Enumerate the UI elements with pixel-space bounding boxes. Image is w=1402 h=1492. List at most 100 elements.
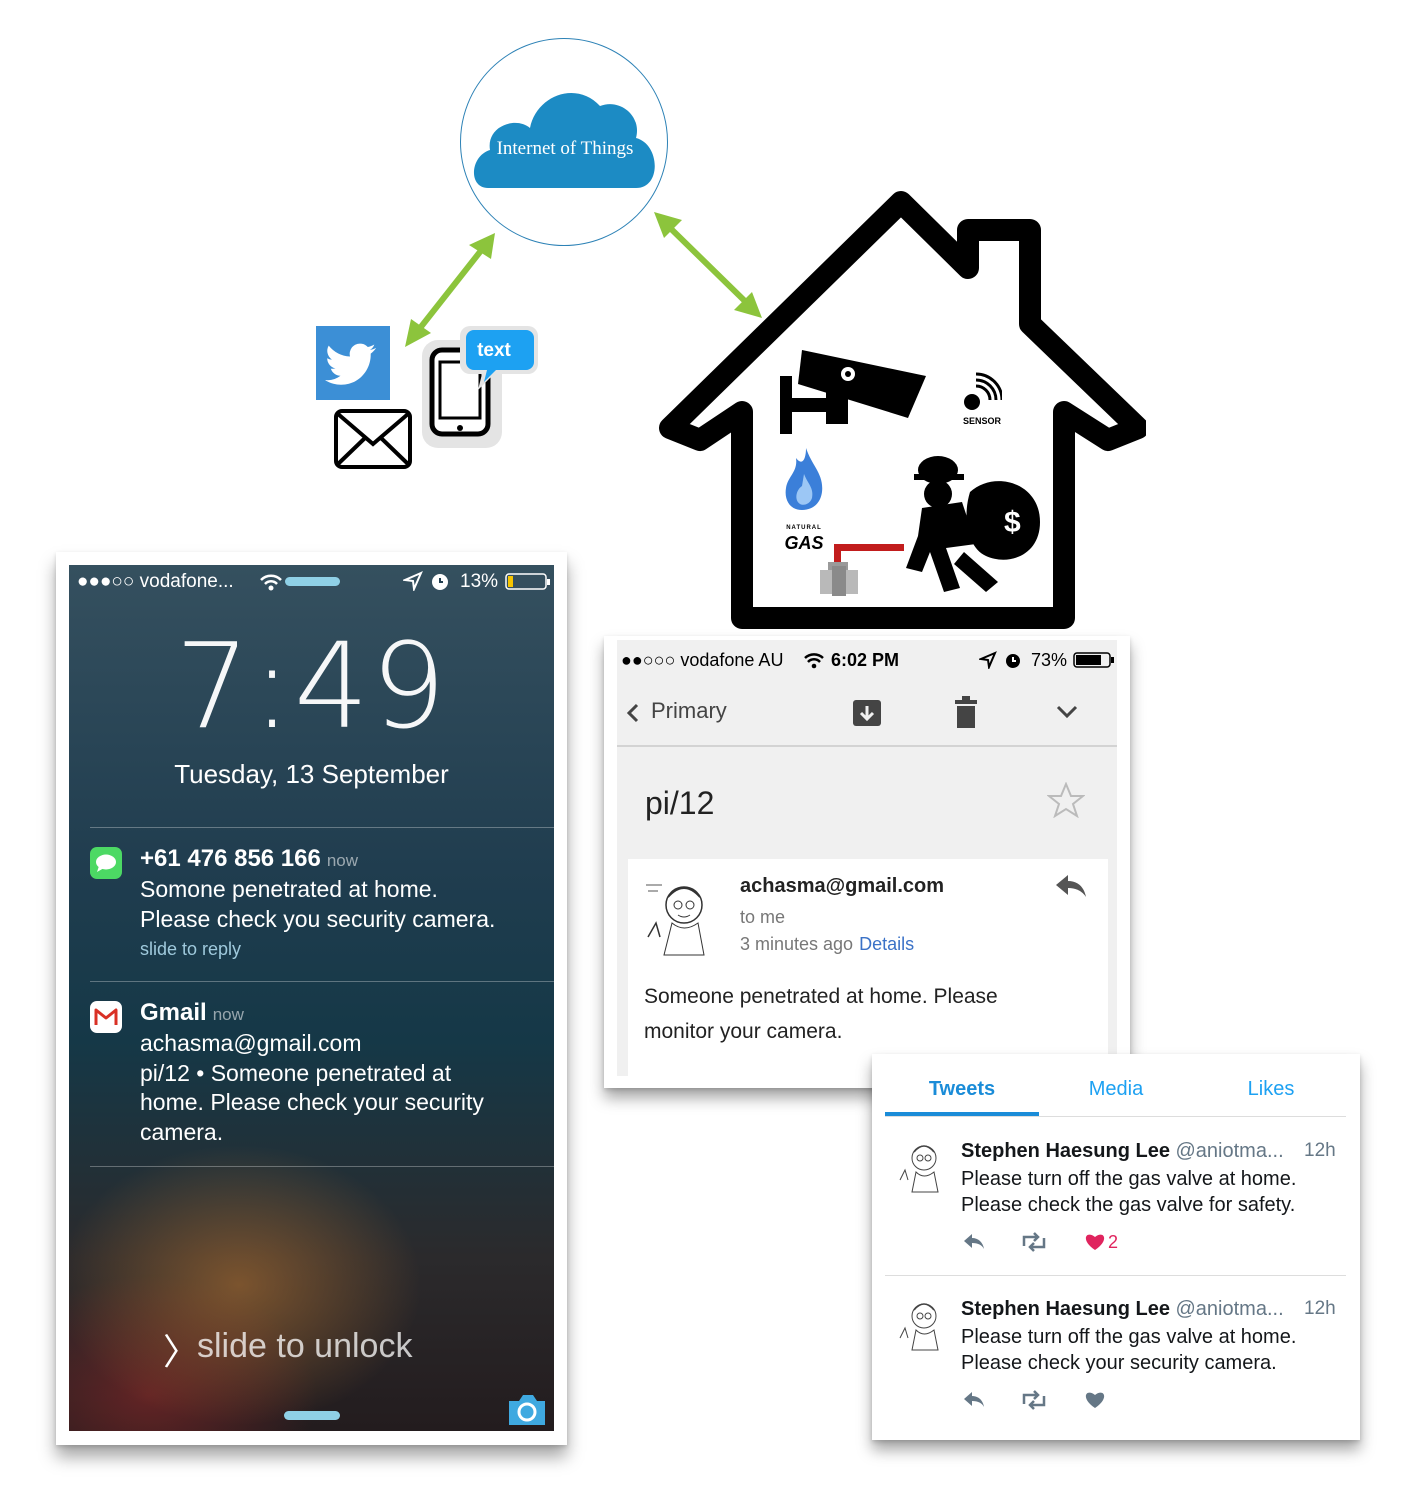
tab-media[interactable]: Media bbox=[1088, 1078, 1144, 1100]
gm-body-line: Someone penetrated at home. Please bbox=[644, 985, 998, 1008]
gm-subject: pi/12 bbox=[645, 785, 715, 821]
gm-toolbar-divider bbox=[617, 745, 1117, 747]
gm-carrier: ●●○○○ vodafone AU bbox=[621, 650, 784, 670]
sender-avatar bbox=[642, 875, 720, 957]
gm-clock: 6:02 PM bbox=[831, 650, 900, 670]
ls-divider bbox=[90, 827, 554, 828]
tweet-time: 12h bbox=[1304, 1298, 1336, 1319]
home-indicator bbox=[284, 1411, 340, 1420]
ls-battery-percent: 13% bbox=[460, 571, 499, 592]
ls-notification-messages[interactable]: +61 476 856 166 now Somone penetrated at … bbox=[90, 845, 554, 965]
sensor-icon bbox=[964, 372, 1002, 410]
gm-recipient: to me bbox=[740, 907, 786, 927]
burglar-icon: $ bbox=[906, 456, 1040, 592]
tweet-text-line: Please check the gas valve for safety. bbox=[961, 1194, 1296, 1216]
natural-gas-brand-top: NATURAL bbox=[786, 525, 822, 531]
ls-notif-time: now bbox=[326, 851, 359, 870]
tweet-text-line: Please turn off the gas valve at home. bbox=[961, 1168, 1297, 1190]
mail-icon bbox=[334, 409, 412, 469]
archive-icon[interactable] bbox=[851, 698, 883, 728]
gm-back-primary[interactable]: Primary bbox=[651, 698, 727, 723]
twitter-icon bbox=[316, 326, 390, 400]
tweet-author: Stephen Haesung Lee bbox=[961, 1140, 1170, 1162]
tweet-time: 12h bbox=[1304, 1140, 1336, 1161]
ls-notif-line: Somone penetrated at home. bbox=[140, 876, 438, 902]
alarm-icon bbox=[432, 574, 448, 590]
ls-notif-time: now bbox=[212, 1005, 244, 1024]
tweet-author: Stephen Haesung Lee bbox=[961, 1298, 1170, 1320]
twitter-card: Tweets Media Likes Stephen Haesung Lee @… bbox=[872, 1054, 1360, 1440]
slide-to-unlock[interactable]: slide to unlock bbox=[197, 1327, 413, 1365]
ls-date: Tuesday, 13 September bbox=[174, 759, 449, 789]
location-icon bbox=[979, 651, 997, 669]
ls-notif-line: Please check you security camera. bbox=[140, 905, 496, 932]
ls-clock: 7:49 bbox=[175, 617, 448, 755]
ls-notif-line: camera. bbox=[140, 1118, 224, 1145]
tab-tweets[interactable]: Tweets bbox=[928, 1078, 996, 1100]
tweet[interactable]: Stephen Haesung Lee @aniotma... 12h Plea… bbox=[872, 1290, 1360, 1430]
ls-notif-line: achasma@gmail.com bbox=[140, 1030, 362, 1056]
sensor-label: SENSOR bbox=[962, 416, 1001, 426]
battery-icon bbox=[505, 573, 550, 590]
ls-divider bbox=[90, 981, 554, 982]
tweet-handle: @aniotma... bbox=[1175, 1140, 1284, 1162]
tweet-text-line: Please turn off the gas valve at home. bbox=[961, 1326, 1297, 1348]
gas-valve-icon bbox=[820, 544, 904, 596]
location-icon bbox=[403, 571, 423, 591]
gm-battery-percent: 73% bbox=[1031, 650, 1068, 670]
lock-screen: ●●●○○ vodafone... 13% 7:49 Tuesday, 13 S… bbox=[69, 565, 554, 1431]
tab-active-underline bbox=[885, 1112, 1039, 1116]
arrow-cloud-to-house bbox=[654, 212, 762, 318]
cloud-icon bbox=[473, 93, 655, 188]
sms-phone-icon bbox=[422, 326, 538, 448]
ls-notification-gmail[interactable]: Gmail now achasma@gmail.com pi/12 • Someo… bbox=[90, 999, 554, 1159]
ls-notif-line: pi/12 • Someone penetrated at bbox=[140, 1059, 452, 1086]
heart-icon-liked[interactable] bbox=[1084, 1232, 1106, 1252]
reply-icon[interactable] bbox=[962, 1232, 986, 1252]
retweet-icon[interactable] bbox=[1020, 1232, 1048, 1252]
gm-time-ago: 3 minutes ago bbox=[740, 934, 854, 954]
camera-icon[interactable] bbox=[505, 1391, 549, 1427]
ls-notif-line: home. Please check your security bbox=[140, 1089, 484, 1115]
ls-notif-title: +61 476 856 166 bbox=[140, 845, 321, 872]
tab-likes[interactable]: Likes bbox=[1247, 1078, 1295, 1100]
tweet-handle: @aniotma... bbox=[1175, 1298, 1284, 1320]
back-chevron-icon[interactable] bbox=[625, 702, 641, 724]
gm-details-link[interactable]: Details bbox=[859, 934, 915, 954]
messages-app-icon bbox=[90, 847, 122, 879]
tweet-like-count: 2 bbox=[1108, 1232, 1119, 1252]
heart-icon[interactable] bbox=[1084, 1390, 1106, 1410]
arrow-cloud-to-channels bbox=[405, 233, 495, 347]
security-camera-icon bbox=[780, 350, 926, 434]
trash-icon[interactable] bbox=[953, 696, 979, 728]
gas-flame-icon bbox=[785, 448, 823, 510]
ls-status-pill bbox=[285, 577, 340, 586]
natural-gas-brand: GAS bbox=[784, 533, 824, 553]
gmail-app-icon bbox=[90, 1001, 122, 1033]
tweet-avatar bbox=[899, 1145, 939, 1193]
ls-carrier: ●●●○○ vodafone... bbox=[77, 571, 234, 592]
battery-icon bbox=[1073, 652, 1114, 668]
star-icon[interactable] bbox=[1047, 782, 1085, 818]
tweet-avatar bbox=[899, 1303, 939, 1351]
reply-icon[interactable] bbox=[962, 1390, 986, 1410]
reply-icon[interactable] bbox=[1054, 873, 1088, 899]
gmail-screen: ●●○○○ vodafone AU 6:02 PM 73% Primary pi… bbox=[617, 640, 1117, 1076]
sms-text-label: text bbox=[477, 340, 511, 361]
wifi-icon bbox=[260, 574, 282, 591]
ls-notif-title: Gmail bbox=[140, 999, 207, 1026]
tab-divider bbox=[885, 1116, 1346, 1117]
gm-sender: achasma@gmail.com bbox=[740, 875, 945, 897]
cloud-label: Internet of Things bbox=[496, 138, 634, 159]
tweet[interactable]: Stephen Haesung Lee @aniotma... 12h Plea… bbox=[872, 1132, 1360, 1272]
tweet-text-line: Please check your security camera. bbox=[961, 1352, 1277, 1374]
ls-slide-to-reply[interactable]: slide to reply bbox=[140, 939, 242, 959]
chevron-down-icon[interactable] bbox=[1055, 704, 1079, 720]
alarm-icon bbox=[1006, 654, 1020, 668]
svg-text:$: $ bbox=[1004, 506, 1021, 539]
gm-body: Someone penetrated at home. Please monit… bbox=[644, 979, 1084, 1049]
retweet-icon[interactable] bbox=[1020, 1390, 1048, 1410]
chevron-right-icon: 〉 bbox=[163, 1331, 200, 1372]
